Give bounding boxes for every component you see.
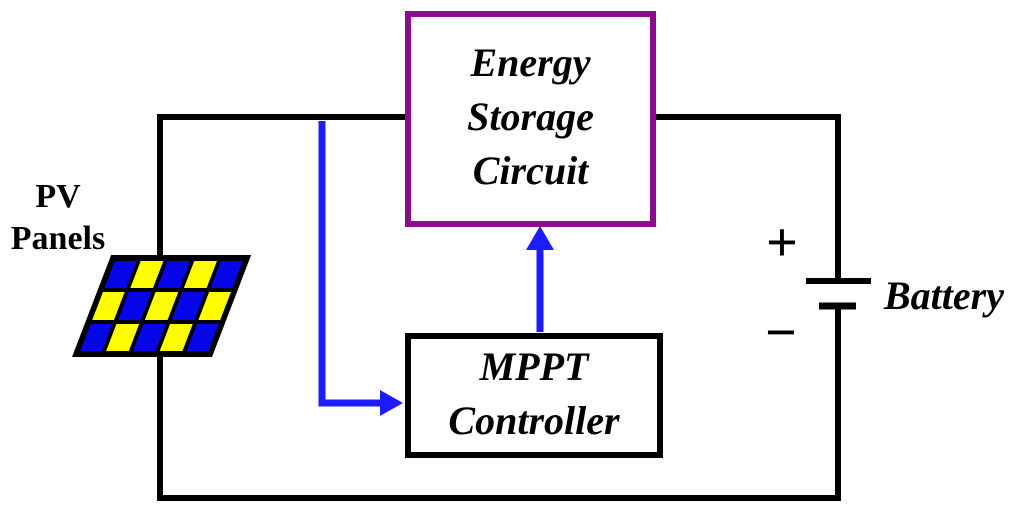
pv-to-mppt-arrow-line bbox=[318, 121, 381, 407]
energy-storage-line-2: Storage bbox=[467, 94, 594, 139]
pv-panel-outline bbox=[71, 255, 252, 357]
pv-panels-label-line-2: Panels bbox=[10, 220, 106, 257]
energy-storage-line-1: Energy bbox=[470, 40, 591, 85]
mppt-to-storage-arrowhead bbox=[526, 226, 554, 250]
energy-storage-line-3: Circuit bbox=[472, 148, 589, 193]
pv-to-mppt-arrowhead bbox=[380, 390, 403, 416]
pv-panels-label-line-1: PV bbox=[35, 178, 81, 215]
battery-plus-sign: + bbox=[766, 212, 798, 274]
wire-right-top bbox=[653, 114, 841, 281]
battery-label: Battery bbox=[884, 273, 1004, 318]
mppt-line-1: MPPT bbox=[479, 344, 589, 389]
mppt-controller-box: MPPT Controller bbox=[405, 333, 663, 458]
pv-to-mppt-arrow bbox=[318, 121, 403, 416]
mppt-line-2: Controller bbox=[448, 398, 620, 443]
wire-left-bottom bbox=[157, 114, 841, 501]
mppt-to-storage-arrow bbox=[526, 226, 554, 332]
energy-storage-box: Energy Storage Circuit bbox=[405, 11, 656, 227]
pv-panel-cells bbox=[73, 256, 250, 356]
battery-minus-sign: − bbox=[765, 302, 797, 364]
pv-panels-label: PV Panels bbox=[2, 176, 114, 260]
pv-panel-icon bbox=[71, 255, 252, 357]
